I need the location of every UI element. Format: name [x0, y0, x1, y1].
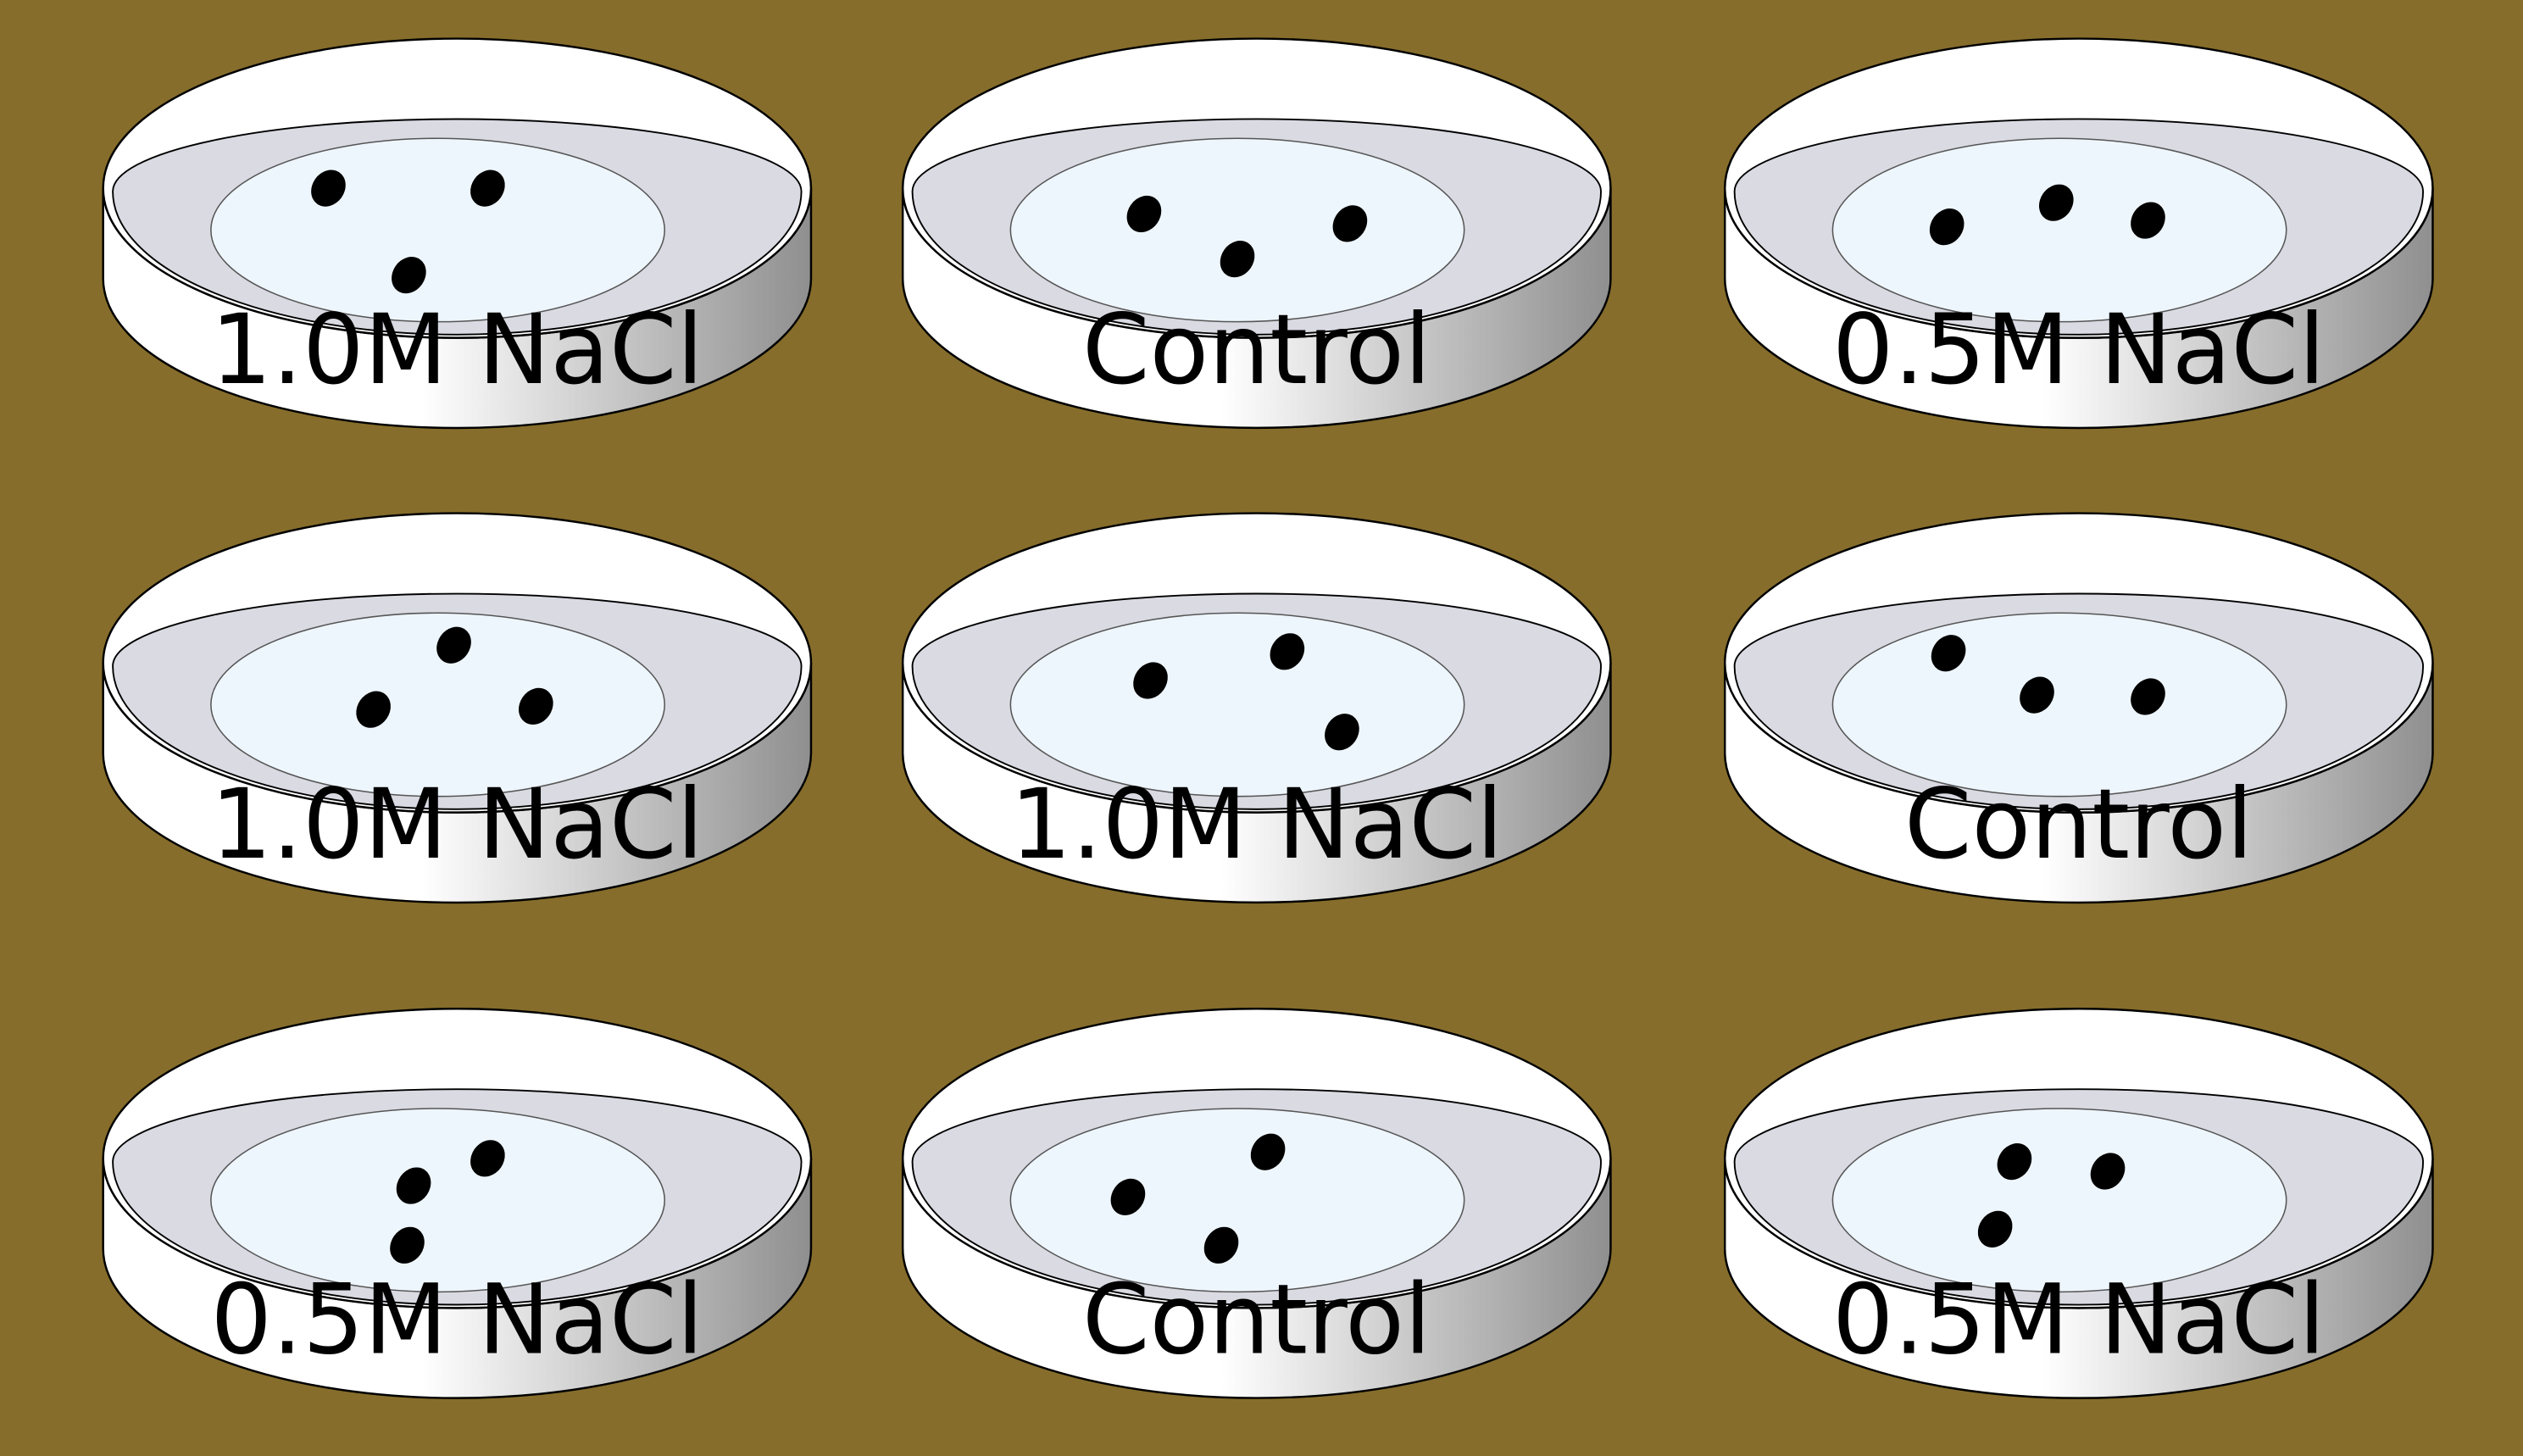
- seed: [396, 1167, 431, 1204]
- seed: [1126, 195, 1162, 233]
- seed: [470, 169, 505, 207]
- seed: [356, 691, 391, 728]
- seed: [2131, 202, 2165, 239]
- seed: [2090, 1153, 2126, 1190]
- petri-dish: 0.5M NaCl: [1723, 37, 2434, 430]
- seed: [1203, 1226, 1239, 1264]
- seed: [1110, 1178, 1146, 1215]
- dish-label: 0.5M NaCl: [210, 1264, 703, 1376]
- seed: [311, 169, 346, 207]
- dish-label: Control: [1082, 1264, 1431, 1376]
- seed: [1250, 1133, 1286, 1170]
- petri-dish: 0.5M NaCl: [102, 1008, 813, 1399]
- seed: [1931, 635, 1966, 672]
- petri-dish: 0.5M NaCl: [1723, 1008, 2434, 1399]
- petri-dish: 1.0M NaCl: [102, 37, 813, 430]
- petri-dish: Control: [901, 37, 1612, 430]
- seed: [2038, 184, 2074, 221]
- seed: [2131, 678, 2165, 715]
- agar-disc: [210, 612, 665, 797]
- seed: [1270, 633, 1305, 670]
- agar-disc: [1009, 1108, 1465, 1293]
- seed: [2020, 676, 2054, 714]
- seed: [1220, 241, 1255, 278]
- seed: [1332, 205, 1368, 242]
- dish-label: Control: [1082, 293, 1431, 406]
- dish-label: 1.0M NaCl: [210, 768, 703, 881]
- seed: [392, 257, 426, 294]
- dish-label: 0.5M NaCl: [1832, 293, 2326, 406]
- seed: [1325, 714, 1359, 751]
- petri-dish: Control: [901, 1008, 1612, 1399]
- dish-label: 1.0M NaCl: [210, 293, 703, 406]
- seed: [436, 626, 471, 664]
- agar-disc: [210, 1108, 665, 1293]
- petri-dish: 1.0M NaCl: [901, 512, 1612, 904]
- seed: [390, 1226, 425, 1264]
- agar-disc: [1009, 137, 1465, 323]
- seed: [1929, 208, 1964, 246]
- dish-label: Control: [1904, 768, 2253, 881]
- seed: [1133, 662, 1168, 699]
- petri-dish: 1.0M NaCl: [102, 512, 813, 904]
- seed: [519, 687, 553, 725]
- agar-disc: [1831, 1108, 2287, 1293]
- dish-label: 0.5M NaCl: [1832, 1264, 2326, 1376]
- dish-label: 1.0M NaCl: [1010, 768, 1503, 881]
- seed: [470, 1140, 505, 1177]
- petri-dish: Control: [1723, 512, 2434, 904]
- seed: [1977, 1210, 2013, 1248]
- agar-disc: [1009, 612, 1465, 797]
- agar-disc: [1831, 137, 2287, 323]
- seed: [1997, 1142, 2032, 1181]
